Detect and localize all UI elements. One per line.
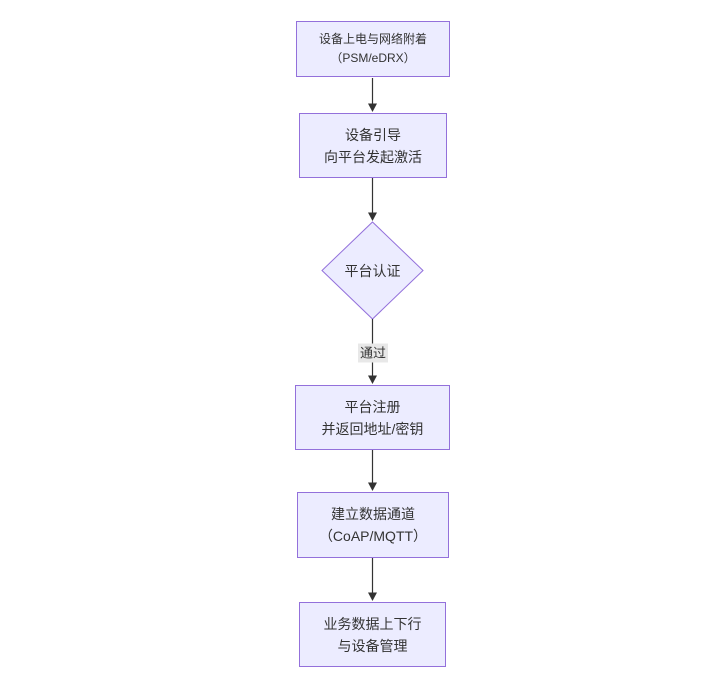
node-text-line: 与设备管理 <box>337 637 408 654</box>
edge-label-pass: 通过 <box>357 343 389 363</box>
node-text-line: （PSM/eDRX） <box>330 51 416 65</box>
node-business-data: 业务数据上下行 与设备管理 <box>299 602 446 667</box>
edge-arrowhead-channel-to-business <box>368 592 377 601</box>
node-text-line: 向平台发起激活 <box>324 148 422 165</box>
edge-arrowhead-register-to-channel <box>368 482 377 491</box>
node-text-line: 设备上电与网络附着 <box>318 32 427 46</box>
edge-arrowhead-auth-to-register <box>368 375 377 384</box>
node-text-line: 建立数据通道 <box>331 506 415 522</box>
node-data-channel: 建立数据通道 （CoAP/MQTT） <box>297 492 449 558</box>
edge-arrowhead-bootstrap-to-auth <box>368 212 377 221</box>
node-platform-auth: 平台认证 <box>344 262 401 279</box>
node-power-network-attach: 设备上电与网络附着 （PSM/eDRX） <box>296 21 450 77</box>
node-text-line: （CoAP/MQTT） <box>318 528 428 544</box>
node-platform-register: 平台注册 并返回地址/密钥 <box>295 385 450 450</box>
node-text-line: 业务数据上下行 <box>323 615 422 632</box>
node-device-bootstrap: 设备引导 向平台发起激活 <box>299 113 447 178</box>
edge-arrowhead-power-to-bootstrap <box>368 103 377 112</box>
node-text-line: 设备引导 <box>345 126 401 143</box>
node-text-line: 平台注册 <box>344 398 401 415</box>
node-text-line: 并返回地址/密钥 <box>321 420 424 437</box>
